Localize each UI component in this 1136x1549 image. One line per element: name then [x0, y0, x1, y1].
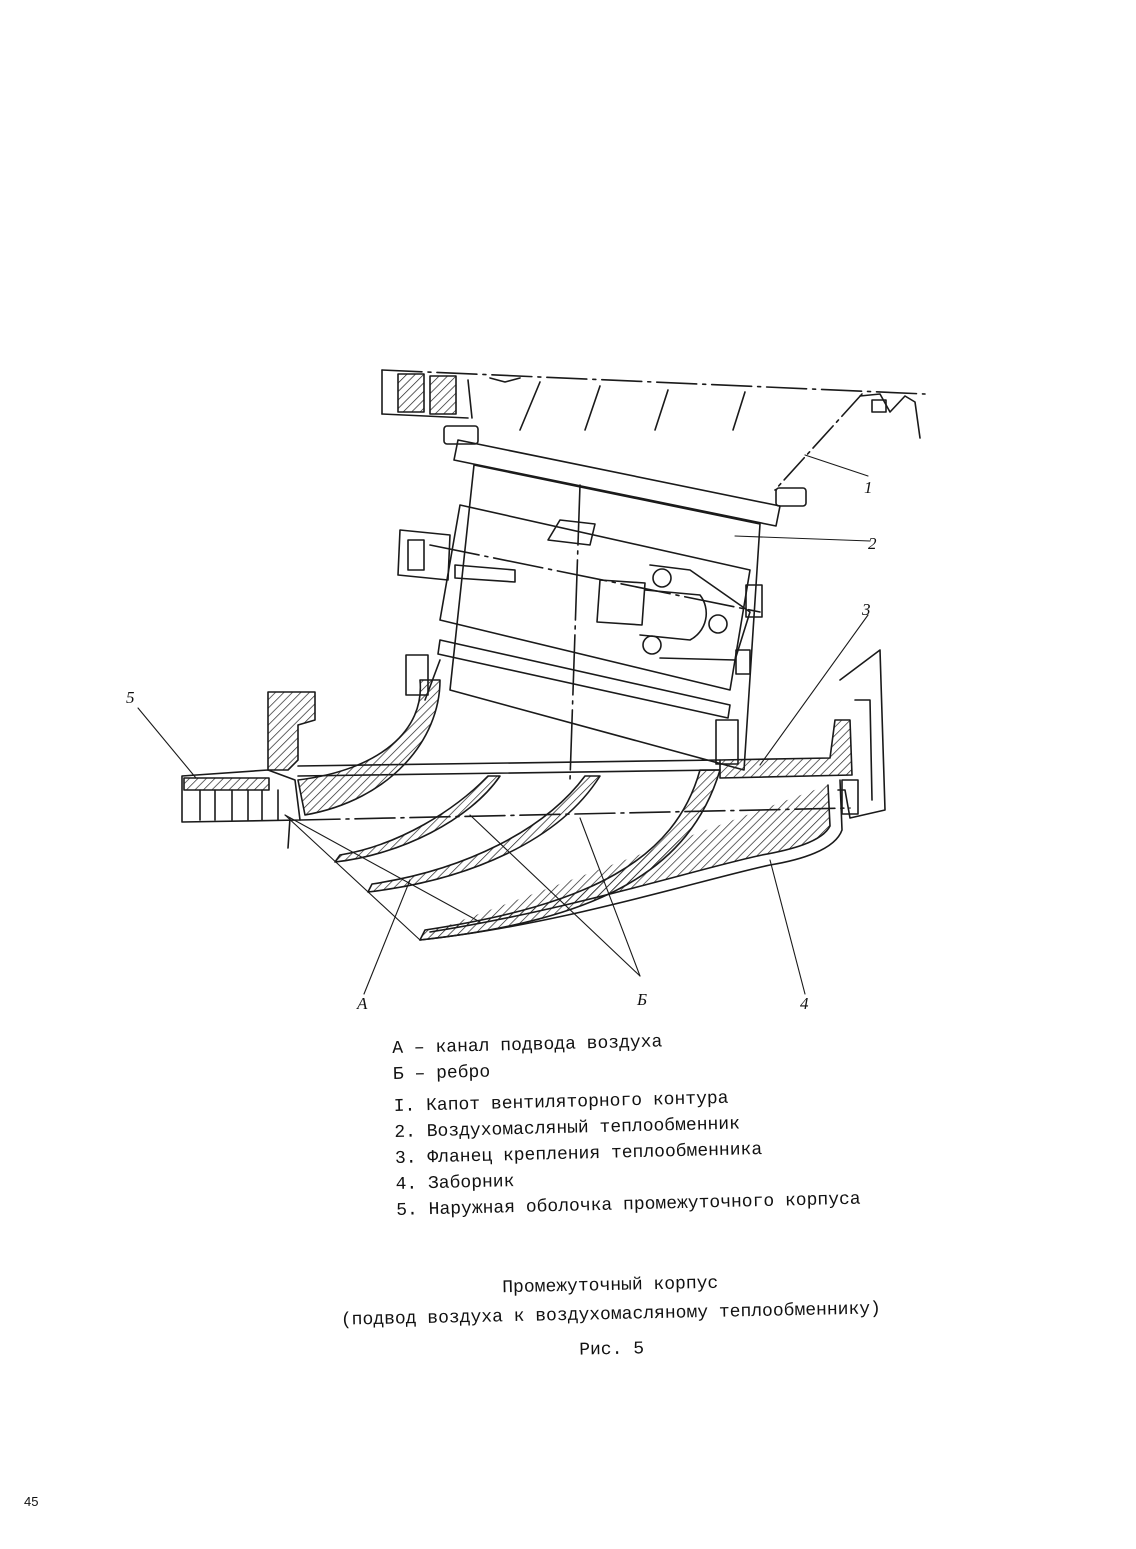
callout-3: 3	[862, 600, 871, 619]
callout-leaders	[137, 454, 871, 995]
fan-contour-hood	[381, 369, 926, 491]
callout-4: 4	[800, 994, 809, 1013]
air-intake-scoop	[299, 779, 851, 941]
legend: А – канал подвода воздуха Б – ребро I. К…	[392, 1023, 916, 1224]
callout-b: Б	[637, 990, 648, 1009]
page-number: 45	[24, 1494, 39, 1509]
intermediate-casing-outer-shell	[181, 691, 721, 849]
callout-2: 2	[868, 534, 877, 553]
figure-caption: Промежуточный корпус (подвод воздуха к в…	[330, 1266, 892, 1371]
air-oil-heat-exchanger	[397, 425, 807, 781]
heat-exchanger-mounting-flange	[719, 649, 886, 819]
air-supply-channel	[297, 679, 721, 941]
callout-1: 1	[864, 478, 873, 497]
callout-a: А	[357, 994, 368, 1013]
callout-5: 5	[126, 688, 135, 707]
